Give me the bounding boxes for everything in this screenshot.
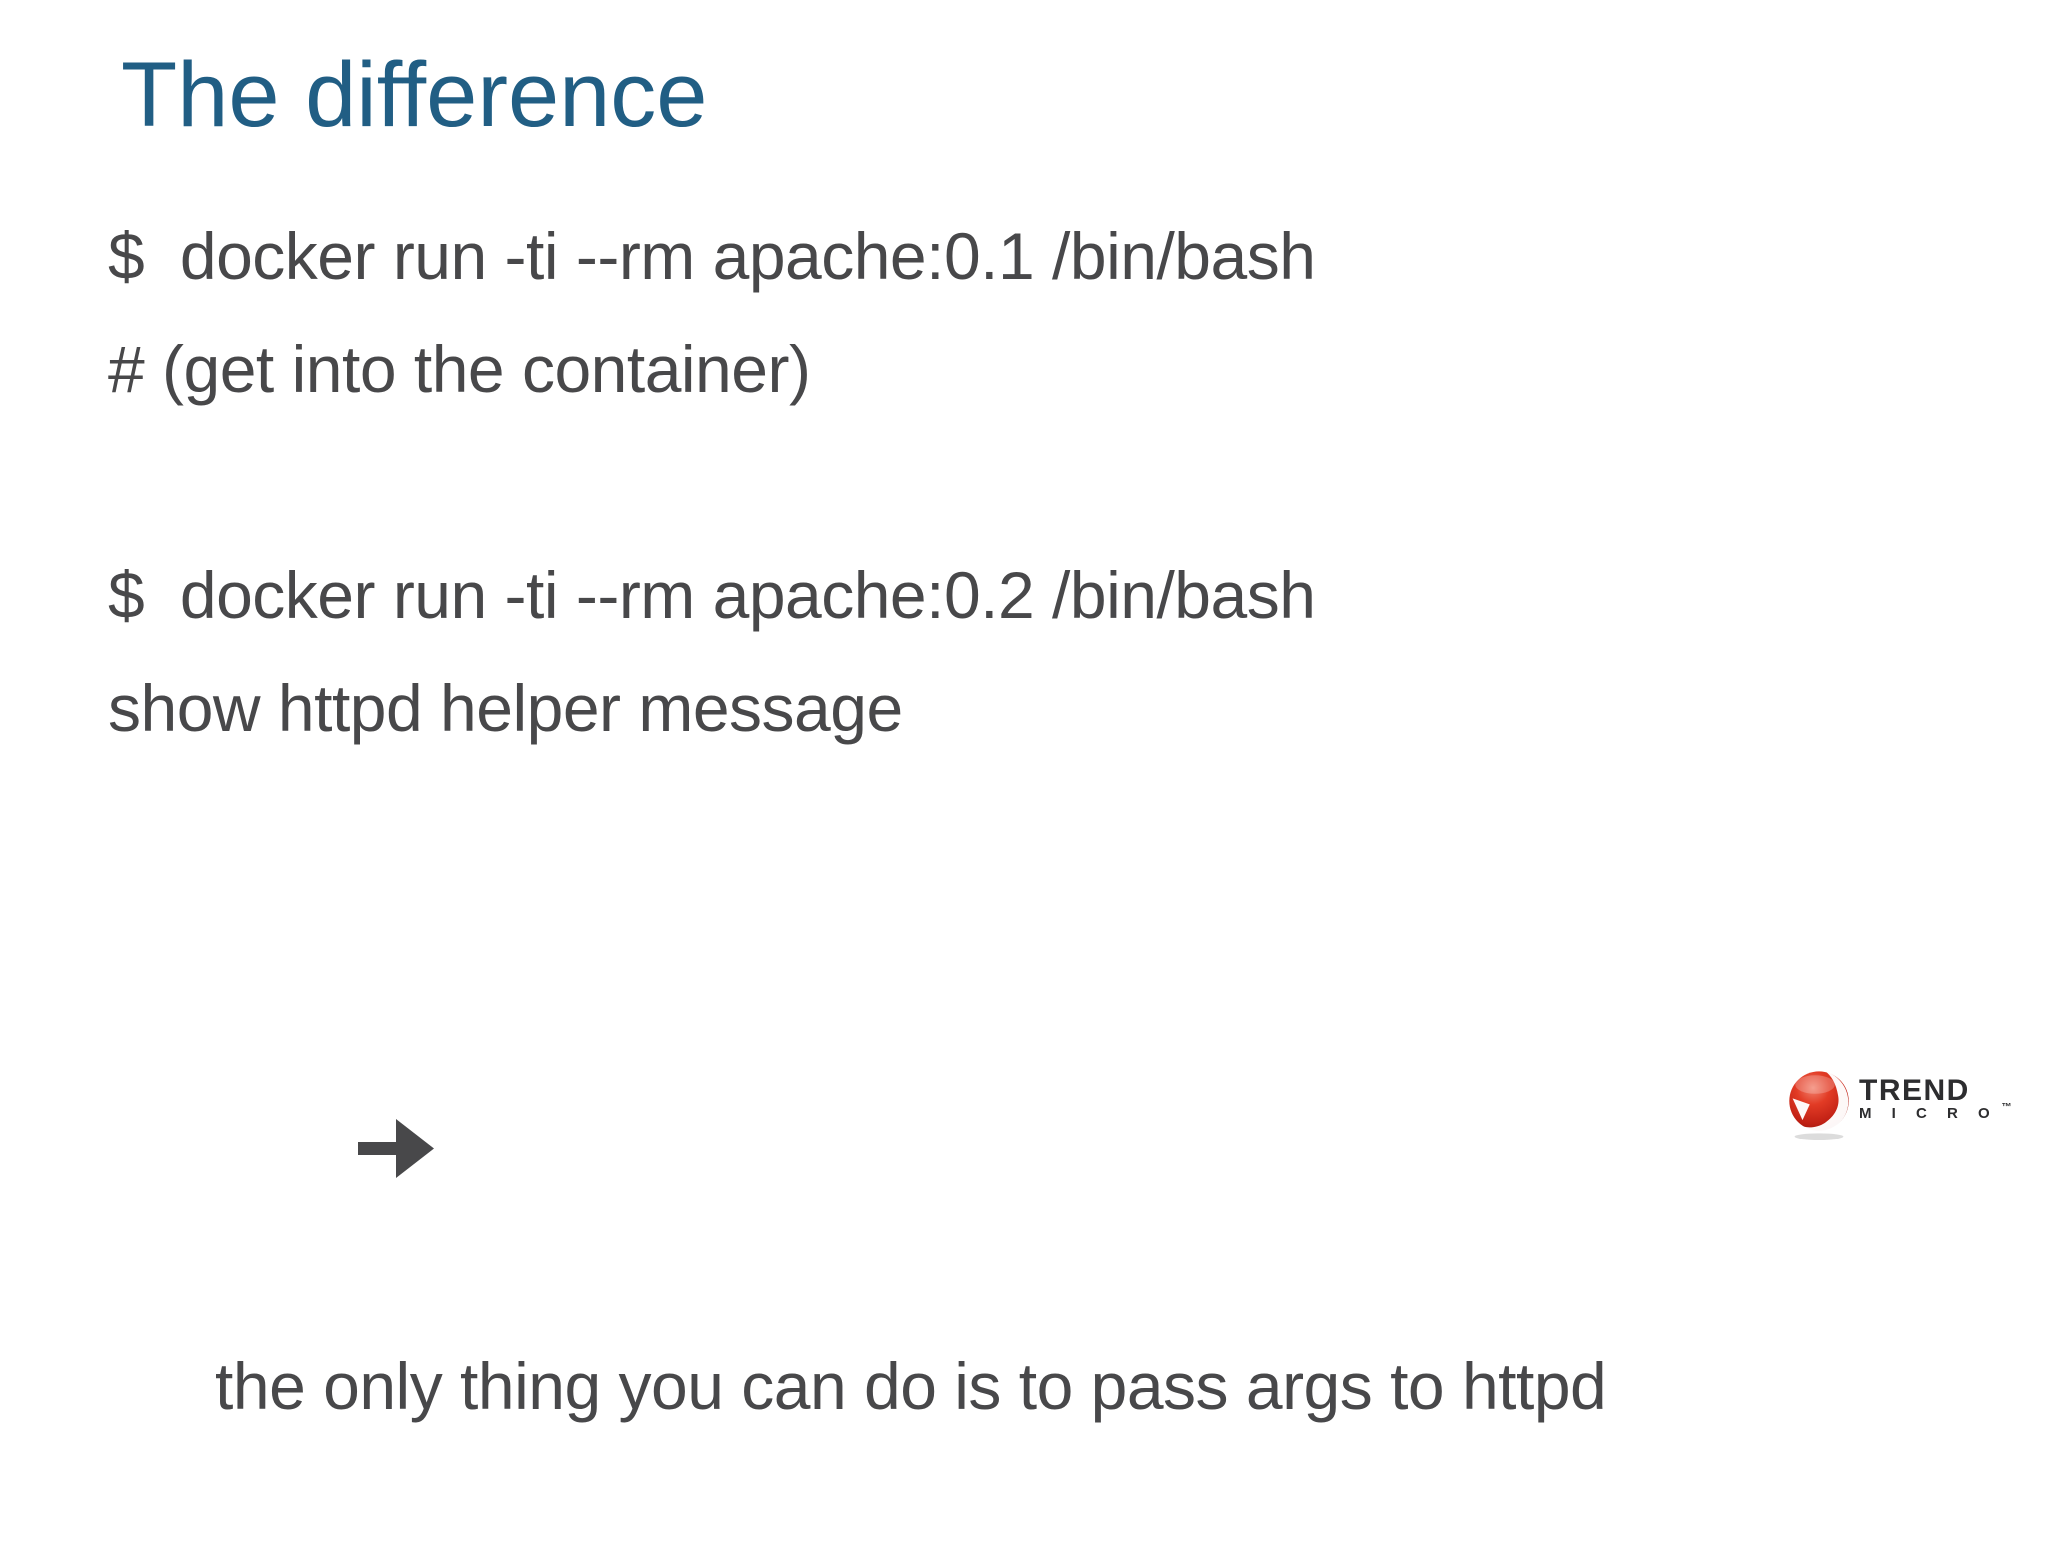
trend-micro-wordmark: TREND M I C R O ™ [1859,1076,2012,1123]
body-line-comment-1: # (get into the container) [108,332,811,406]
presentation-slide: The difference $ docker run -ti --rm apa… [108,44,2012,1423]
body-line-blank-1 [108,426,1988,539]
body-line-command-1: $ docker run -ti --rm apache:0.1 /bin/ba… [108,219,1316,293]
slide-body: $ docker run -ti --rm apache:0.1 /bin/ba… [108,200,1988,1423]
body-line-comment-2: show httpd helper message [108,671,903,745]
trademark-symbol: ™ [2001,1102,2012,1113]
logo-text-trend: TREND [1859,1074,1970,1107]
body-line-command-2: $ docker run -ti --rm apache:0.2 /bin/ba… [108,558,1316,632]
body-line-blank-2 [108,765,1988,878]
trend-micro-logo: TREND M I C R O ™ [1786,1064,2012,1142]
body-line-conclusion: the only thing you can do is to pass arg… [108,878,1988,1423]
slide-title: The difference [121,44,708,146]
right-arrow-icon [215,991,434,1330]
trend-micro-ball-icon [1786,1068,1852,1142]
logo-text-micro: M I C R O [1859,1105,1998,1122]
conclusion-text: the only thing you can do is to pass arg… [215,1349,1607,1423]
